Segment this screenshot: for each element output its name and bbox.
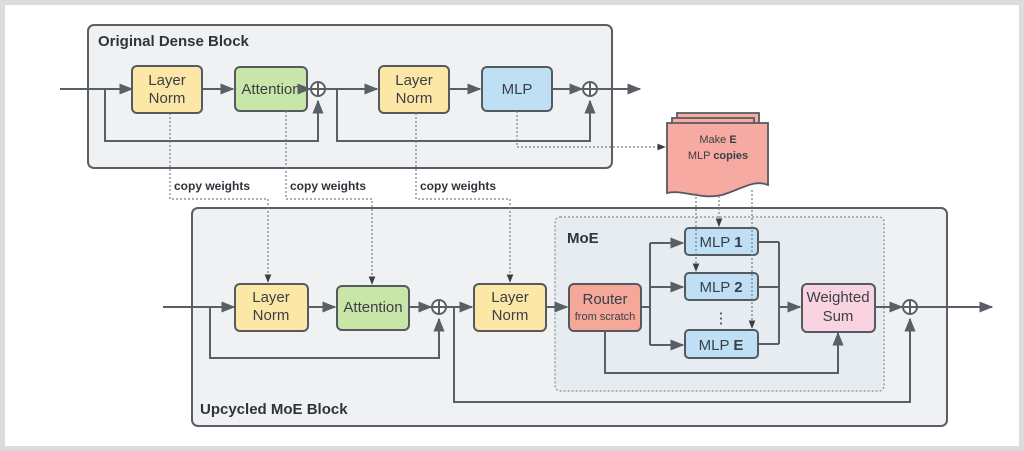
copies-note-line1: Make E: [699, 134, 736, 146]
expert-mlp-1[interactable]: MLP 1: [684, 227, 759, 256]
dense-block: Original Dense Block Layer Norm Attentio…: [60, 24, 642, 169]
dense-layer-norm-2[interactable]: Layer Norm: [378, 65, 450, 114]
moe-block: Upcycled MoE Block MoE Layer Norm Attent…: [163, 207, 994, 427]
copy-weights-arrow-ln1: [169, 113, 272, 283]
moe-attention[interactable]: Attention: [336, 285, 410, 331]
svg-text:MLP 1: MLP 1: [699, 234, 742, 251]
svg-text:MLP E: MLP E: [699, 337, 744, 354]
svg-text:Attention: Attention: [241, 81, 300, 98]
dense-layer-norm-1[interactable]: Layer Norm: [131, 65, 203, 114]
moe-residual-2: [453, 307, 916, 403]
svg-text:Norm: Norm: [253, 307, 290, 324]
svg-text:MLP 2: MLP 2: [699, 279, 742, 296]
svg-text:Router: Router: [582, 291, 627, 308]
copies-note-line2: MLP copies: [688, 150, 748, 162]
copy-weights-arrow-attn: [285, 111, 376, 285]
dense-attention[interactable]: Attention: [234, 66, 308, 112]
mlp-copies-note: Make E MLP copies: [666, 112, 769, 198]
svg-text:Norm: Norm: [492, 307, 529, 324]
dense-block-container: [87, 24, 613, 169]
expert-mlp-2[interactable]: MLP 2: [684, 272, 759, 301]
copy-weights-label-1: copy weights: [174, 179, 250, 193]
svg-text:Sum: Sum: [823, 308, 854, 325]
svg-text:Attention: Attention: [343, 299, 402, 316]
moe-add-1-icon: [431, 299, 447, 315]
svg-text:Norm: Norm: [396, 90, 433, 107]
dense-block-title: Original Dense Block: [98, 33, 250, 50]
svg-text:MLP: MLP: [502, 81, 533, 98]
dense-mlp[interactable]: MLP: [481, 66, 553, 112]
moe-add-2-icon: [902, 299, 918, 315]
copy-weights-label-3: copy weights: [420, 179, 496, 193]
moe-region-title: MoE: [567, 230, 599, 247]
dense-residual-1: [104, 89, 324, 142]
moe-block-title: Upcycled MoE Block: [200, 401, 348, 418]
mlp-to-copies-arrow: [516, 111, 666, 151]
svg-text:from scratch: from scratch: [575, 311, 636, 323]
experts-ellipsis: ⋮: [714, 310, 729, 327]
dense-add-1-icon: [310, 81, 326, 97]
router[interactable]: Router from scratch: [568, 283, 642, 332]
moe-residual-1: [209, 307, 445, 359]
router-weights-arrow: [604, 331, 844, 374]
copy-weights-arrow-ln2: [415, 113, 514, 283]
weighted-sum[interactable]: Weighted Sum: [801, 283, 876, 333]
dense-add-2-icon: [582, 81, 598, 97]
copy-weights-label-2: copy weights: [290, 179, 366, 193]
moe-region: [554, 216, 885, 392]
svg-text:Norm: Norm: [149, 90, 186, 107]
svg-text:Layer: Layer: [148, 72, 186, 89]
moe-layer-norm-2[interactable]: Layer Norm: [473, 283, 547, 332]
dense-residual-2: [336, 89, 596, 142]
svg-text:Layer: Layer: [395, 72, 433, 89]
svg-text:Layer: Layer: [252, 289, 290, 306]
svg-text:Weighted: Weighted: [806, 289, 869, 306]
svg-text:Layer: Layer: [491, 289, 529, 306]
expert-mlp-e[interactable]: MLP E: [684, 329, 759, 359]
moe-layer-norm-1[interactable]: Layer Norm: [234, 283, 309, 332]
